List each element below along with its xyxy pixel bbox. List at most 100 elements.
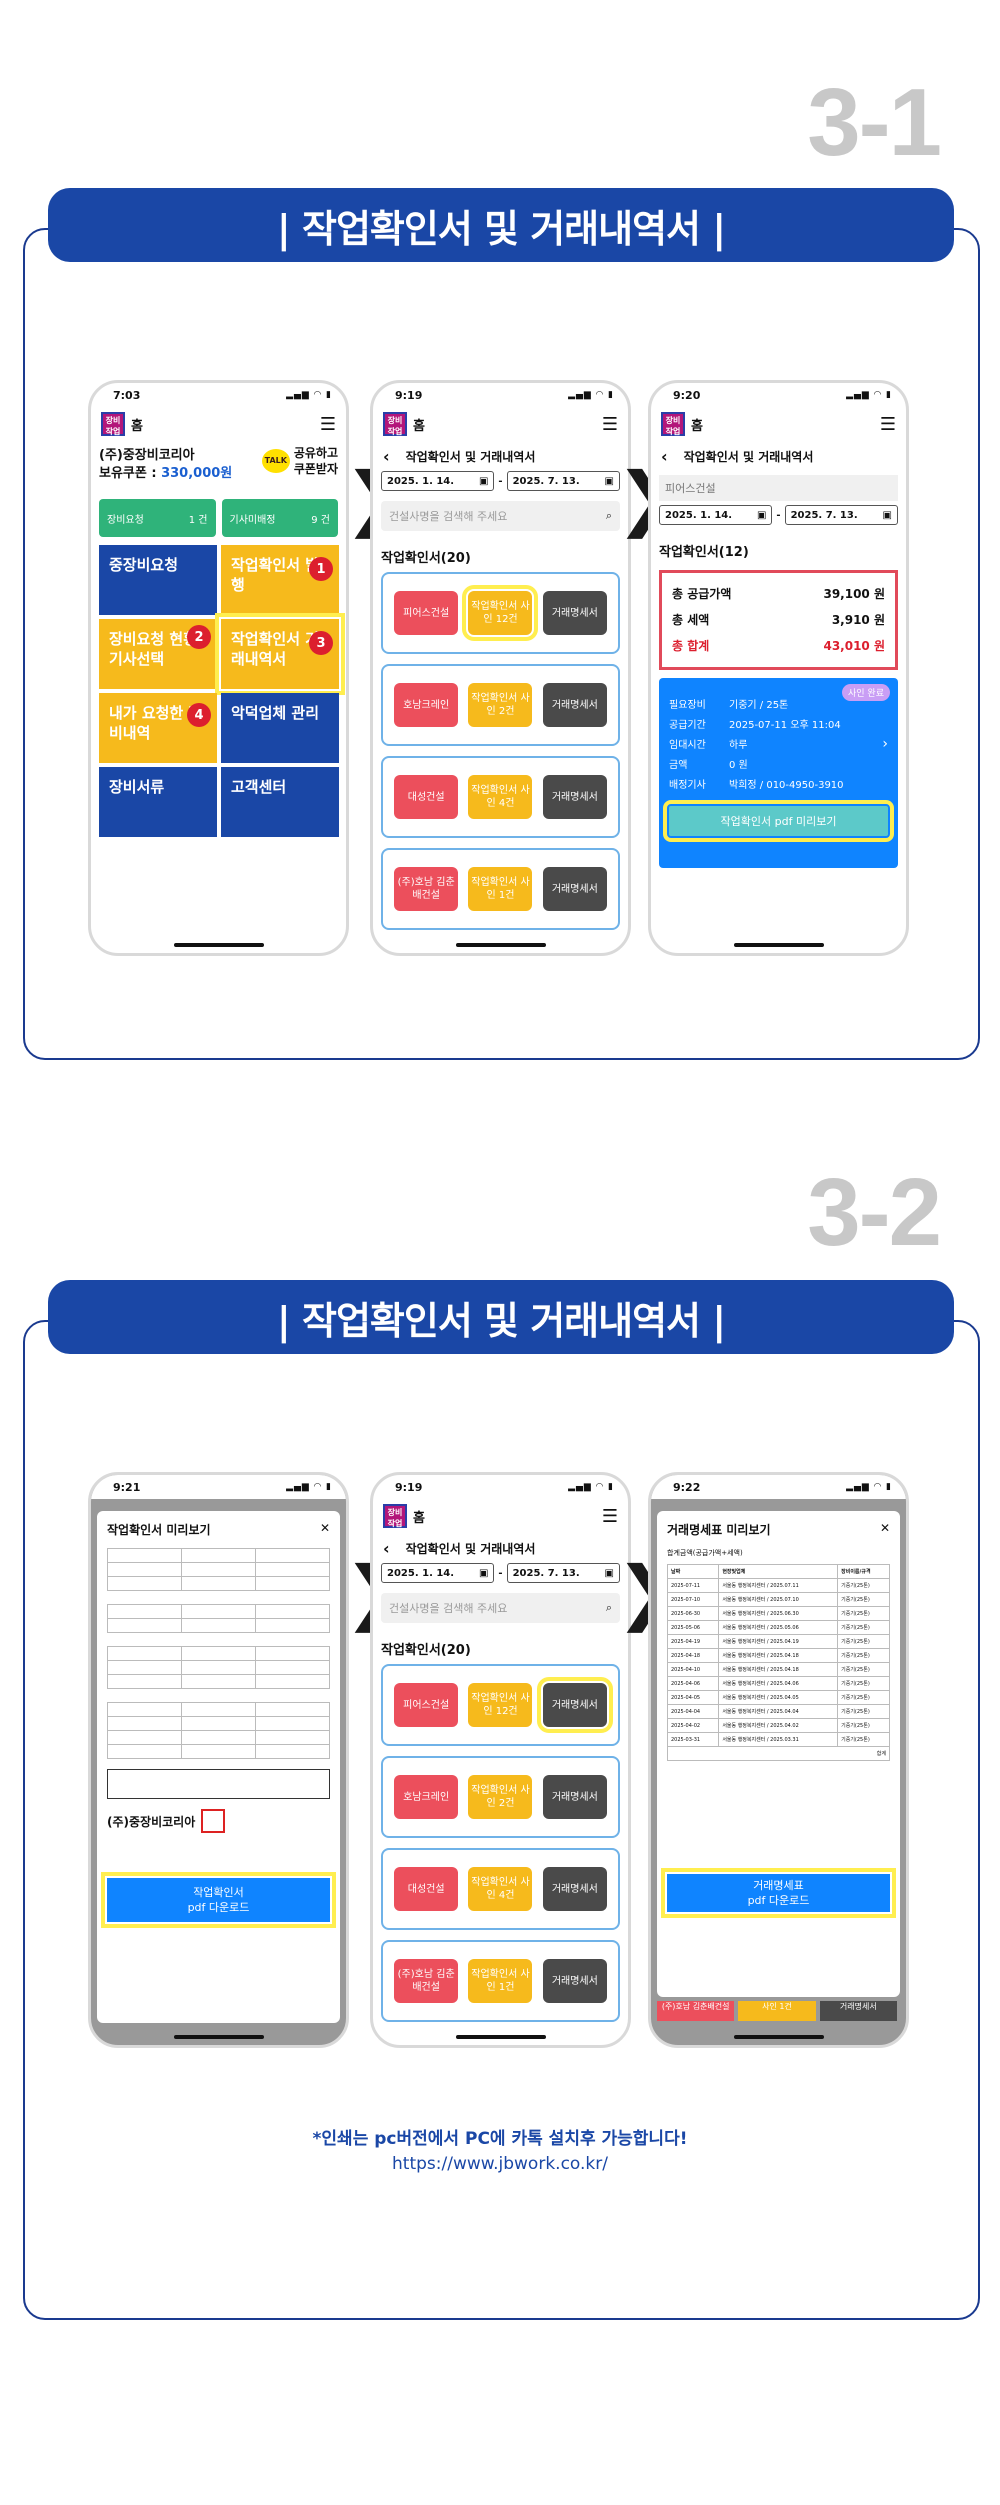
invoice-button[interactable]: 거래명세서 (536, 1677, 613, 1733)
back-icon[interactable]: ‹ (383, 446, 390, 466)
calendar-icon: ▣ (478, 1567, 489, 1579)
chevron-right-icon[interactable]: › (882, 736, 888, 752)
calendar-icon: ▣ (882, 509, 892, 521)
calendar-icon: ▣ (604, 1567, 614, 1579)
menu-icon[interactable]: ☰ (601, 413, 618, 435)
date-to[interactable]: 2025. 7. 13.▣ (506, 471, 620, 491)
company-name-button[interactable]: 피어스건설 (394, 591, 459, 635)
invoice-button[interactable]: 거래명세서 (542, 1775, 607, 1819)
date-from[interactable]: 2025. 1. 14.▣ (659, 505, 773, 525)
home-label: 홈 (131, 418, 143, 434)
search-icon: ⌕ (605, 509, 612, 522)
status-time: 9:19 (395, 388, 423, 402)
date-from[interactable]: 2025. 1. 14.▣ (381, 1563, 495, 1583)
page-title: 작업확인서 및 거래내역서 (683, 449, 814, 464)
pdf-preview-button[interactable]: 작업확인서 pdf 미리보기 (663, 800, 894, 842)
page-title: 작업확인서 및 거래내역서 (405, 449, 536, 464)
status-icons: ▂▄▆ ◠ ▮ (846, 1482, 892, 1492)
company-signature: (주)중장비코리아 (107, 1814, 196, 1829)
tile-documents[interactable]: 장비서류 (99, 767, 217, 837)
invoice-button[interactable]: 거래명세서 (542, 683, 607, 727)
tile-request-status[interactable]: 장비요청 현황 기사선택 (99, 619, 217, 689)
tile-customer-center[interactable]: 고객센터 (221, 767, 339, 837)
company-filter[interactable]: 피어스건설 (659, 475, 898, 501)
talk-icon: TALK (261, 449, 290, 473)
site-url[interactable]: https://www.jbwork.co.kr/ (392, 2154, 608, 2174)
invoice-button[interactable]: 거래명세서 (542, 591, 607, 635)
seal-stamp (201, 1809, 226, 1833)
search-input[interactable]: 건설사명을 검색해 주세요⌕ (381, 1593, 620, 1623)
invoice-button[interactable]: 거래명세서 (542, 1867, 607, 1911)
sign-count-button[interactable]: 작업확인서 사인 12건 (468, 1683, 533, 1727)
sign-count-button[interactable]: 작업확인서 사인 1건 (468, 867, 533, 911)
invoice-button[interactable]: 거래명세서 (542, 775, 607, 819)
close-icon[interactable]: ✕ (319, 1521, 330, 1535)
pdf-download-button[interactable]: 작업확인서 pdf 다운로드 (101, 1872, 336, 1928)
company-name-button[interactable]: (주)호남 김춘배건설 (394, 867, 459, 911)
company-name-button[interactable]: 대성건설 (394, 1867, 459, 1911)
company-name-button[interactable]: 호남크레인 (394, 683, 459, 727)
back-icon[interactable]: ‹ (661, 446, 668, 466)
sign-count-button[interactable]: 작업확인서 사인 2건 (468, 1775, 533, 1819)
close-icon[interactable]: ✕ (879, 1521, 890, 1535)
home-label: 홈 (691, 418, 703, 434)
company-name-button[interactable]: 피어스건설 (394, 1683, 459, 1727)
sign-count-button[interactable]: 작업확인서 사인 2건 (468, 683, 533, 727)
sign-count-button[interactable]: 작업확인서 사인 4건 (468, 775, 533, 819)
app-logo[interactable]: 장비 작업 (383, 412, 407, 436)
back-icon[interactable]: ‹ (383, 1538, 390, 1558)
status-icons: ▂▄▆ ◠ ▮ (286, 1482, 332, 1492)
sign-count-button[interactable]: 작업확인서 사인 12건 (462, 585, 539, 641)
coupon-label: 보유쿠폰 : (99, 466, 162, 481)
status-time: 7:03 (113, 388, 141, 402)
date-from[interactable]: 2025. 1. 14.▣ (381, 471, 495, 491)
invoice-button[interactable]: 거래명세서 (542, 1959, 607, 2003)
menu-icon[interactable]: ☰ (601, 1505, 618, 1527)
menu-icon[interactable]: ☰ (879, 413, 896, 435)
sign-count-button[interactable]: 작업확인서 사인 4건 (468, 1867, 533, 1911)
invoice-download-button[interactable]: 거래명세표 pdf 다운로드 (661, 1868, 896, 1918)
app-logo[interactable]: 장비 작업 (383, 1504, 407, 1528)
invoice-button[interactable]: 거래명세서 (542, 867, 607, 911)
tile-bad-company[interactable]: 악덕업체 관리 (221, 693, 339, 763)
date-to[interactable]: 2025. 7. 13.▣ (506, 1563, 620, 1583)
app-logo[interactable]: 장비 작업 (101, 412, 125, 436)
menu-icon[interactable]: ☰ (319, 413, 336, 435)
talk-text2: 쿠폰받자 (293, 462, 338, 476)
sign-count-button[interactable]: 작업확인서 사인 1건 (468, 1959, 533, 2003)
home-label: 홈 (413, 1510, 425, 1526)
search-icon: ⌕ (605, 1601, 612, 1614)
company-name-button[interactable]: (주)호남 김춘배건설 (394, 1959, 459, 2003)
company-name-button[interactable]: 호남크레인 (394, 1775, 459, 1819)
tile-equipment-request[interactable]: 중장비요청 (99, 545, 217, 615)
doc-table (107, 1548, 330, 1759)
step-badge: 1 (309, 557, 333, 581)
status-time: 9:22 (673, 1480, 701, 1494)
home-indicator (733, 2035, 824, 2039)
date-to[interactable]: 2025. 7. 13.▣ (784, 505, 898, 525)
step-badge: 3 (309, 631, 333, 655)
company-name: (주)중장비코리아 (99, 448, 195, 463)
app-logo[interactable]: 장비 작업 (661, 412, 685, 436)
home-indicator (455, 2035, 546, 2039)
sign-done-badge: 사인 완료 (842, 684, 890, 701)
company-name-button[interactable]: 대성건설 (394, 775, 459, 819)
search-input[interactable]: 건설사명을 검색해 주세요⌕ (381, 501, 620, 531)
